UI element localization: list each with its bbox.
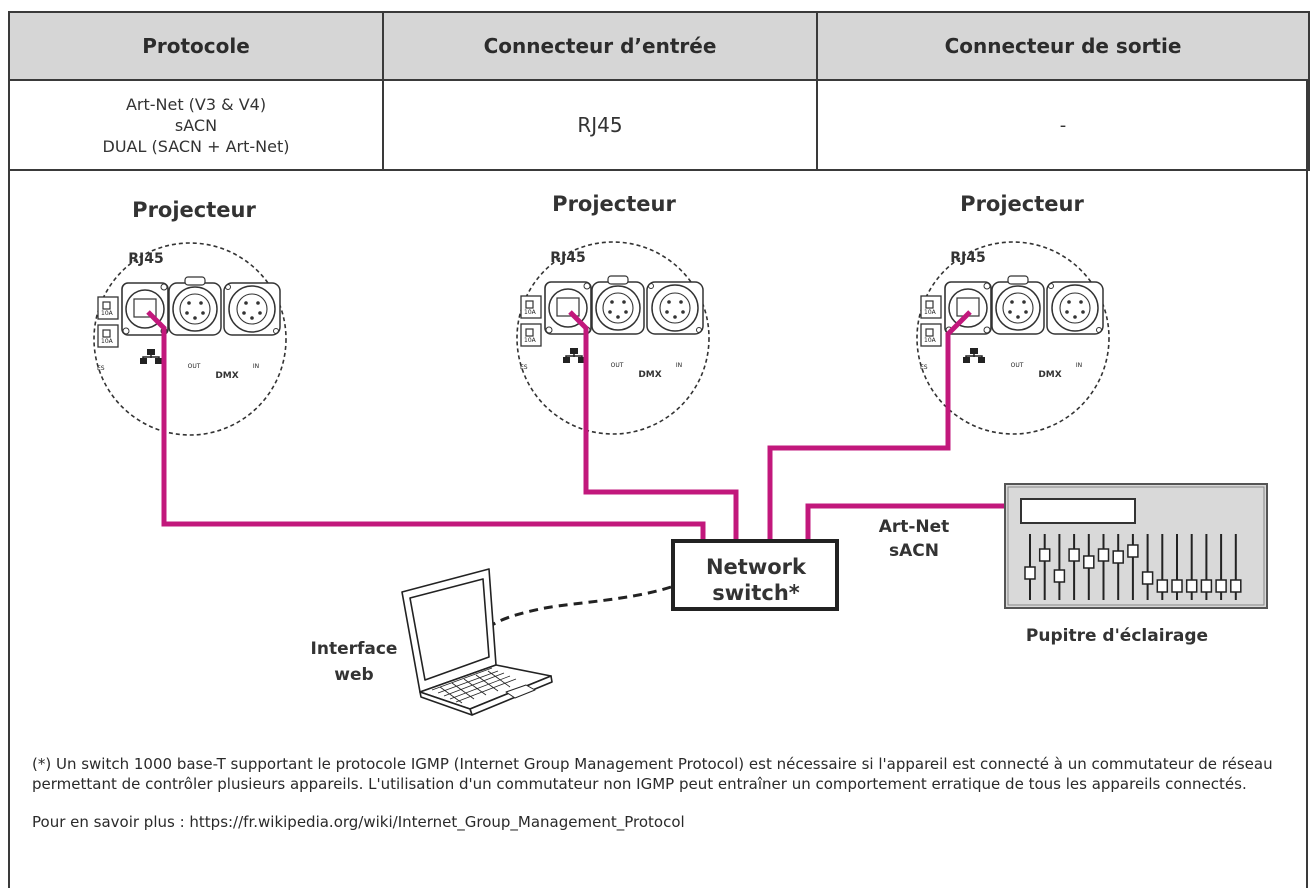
fader-knob [1171, 579, 1183, 593]
output-connector-cell: - [816, 79, 1310, 171]
switch-label-line2: switch* [712, 581, 800, 605]
fader-knob [1215, 579, 1227, 593]
fader-knob [1024, 566, 1036, 580]
fader-knob [1127, 544, 1139, 558]
web-interface-line2: web [334, 665, 373, 685]
web-interface-line1: Interface [311, 639, 398, 659]
protocol-table: Protocole Connecteur d’entrée Connecteur… [8, 11, 1310, 171]
fader-knob [1053, 569, 1066, 583]
es-label: ES [97, 365, 105, 372]
cable-console [805, 503, 1013, 540]
dmx-label: DMX [1038, 370, 1061, 380]
cable-fixture-3 [767, 310, 972, 540]
rj45-label: RJ45 [128, 251, 163, 267]
in-label: IN [676, 362, 682, 369]
dmx-label: DMX [638, 370, 661, 380]
fuse-label: 10A [101, 310, 114, 317]
in-label: IN [1076, 362, 1082, 369]
out-label: OUT [611, 362, 624, 369]
fixture-2: Projecteur RJ45 10A 10A ES OUT IN DMX [516, 192, 710, 435]
column-header-input: Connecteur d’entrée [382, 11, 818, 81]
column-header-protocol: Protocole [8, 11, 384, 81]
switch-label-line1: Network [706, 555, 807, 579]
console-protocol-line1: Art-Net [879, 517, 950, 537]
column-header-output: Connecteur de sortie [816, 11, 1310, 81]
fuse-label: 10A [524, 309, 537, 316]
fixture-connector-panel [516, 241, 710, 435]
more-info-link: Pour en savoir plus : https://fr.wikiped… [32, 813, 685, 831]
fixture-title: Projecteur [960, 192, 1084, 216]
fixture-connector-panel [93, 242, 287, 436]
protocol-item: DUAL (SACN + Art-Net) [102, 136, 290, 156]
fader-knob [1097, 548, 1110, 562]
laptop-icon [401, 568, 553, 716]
table-row: Art-Net (V3 & V4) sACN DUAL (SACN + Art-… [8, 79, 1310, 171]
lighting-console [1004, 483, 1268, 609]
cable-fixture-2 [568, 310, 739, 540]
es-label: ES [520, 364, 528, 371]
out-label: OUT [1011, 362, 1024, 369]
fader-knob [1038, 548, 1051, 562]
fader-knob [1112, 550, 1124, 564]
igmp-footnote: (*) Un switch 1000 base-T supportant le … [32, 755, 1273, 793]
console-label: Pupitre d'éclairage [1026, 626, 1208, 646]
protocol-item: Art-Net (V3 & V4) [125, 94, 267, 114]
fixture-title: Projecteur [552, 192, 676, 216]
fixture-title: Projecteur [132, 198, 256, 222]
fader-knob [1068, 548, 1080, 562]
fixture-3: Projecteur RJ45 10A 10A ES OUT IN DMX [916, 192, 1110, 435]
out-label: OUT [188, 363, 201, 370]
fuse-label: 10A [101, 338, 114, 345]
console-protocol-line2: sACN [889, 541, 939, 561]
fader-knob [1185, 579, 1198, 593]
switch-box [671, 539, 839, 611]
notes-section: (*) Un switch 1000 base-T supportant le … [32, 754, 1282, 850]
fader-knob [1200, 579, 1213, 593]
rj45-label: RJ45 [550, 250, 585, 266]
table-header-row: Protocole Connecteur d’entrée Connecteur… [8, 11, 1310, 81]
in-label: IN [253, 363, 259, 370]
es-label: ES [920, 364, 928, 371]
fader-knob [1156, 579, 1169, 593]
protocol-item: sACN [174, 115, 218, 135]
cable-fixture-1 [146, 310, 706, 540]
dmx-label: DMX [215, 371, 238, 381]
network-switch: Network switch* [671, 539, 839, 611]
fuse-label: 10A [524, 337, 537, 344]
ethernet-cables [146, 310, 1013, 540]
console-faders [1024, 534, 1242, 600]
fader-knob [1230, 579, 1242, 593]
protocol-cell: Art-Net (V3 & V4) sACN DUAL (SACN + Art-… [8, 79, 384, 171]
fuse-label: 10A [924, 309, 937, 316]
fader-knob [1083, 555, 1095, 569]
fixture-1: Projecteur RJ45 10A 10A ES OUT IN DMX [93, 198, 287, 436]
console-display [1020, 498, 1136, 524]
rj45-label: RJ45 [950, 250, 985, 266]
fader-knob [1141, 571, 1154, 585]
input-connector-cell: RJ45 [382, 79, 818, 171]
web-link-dashed [491, 585, 672, 627]
fuse-label: 10A [924, 337, 937, 344]
